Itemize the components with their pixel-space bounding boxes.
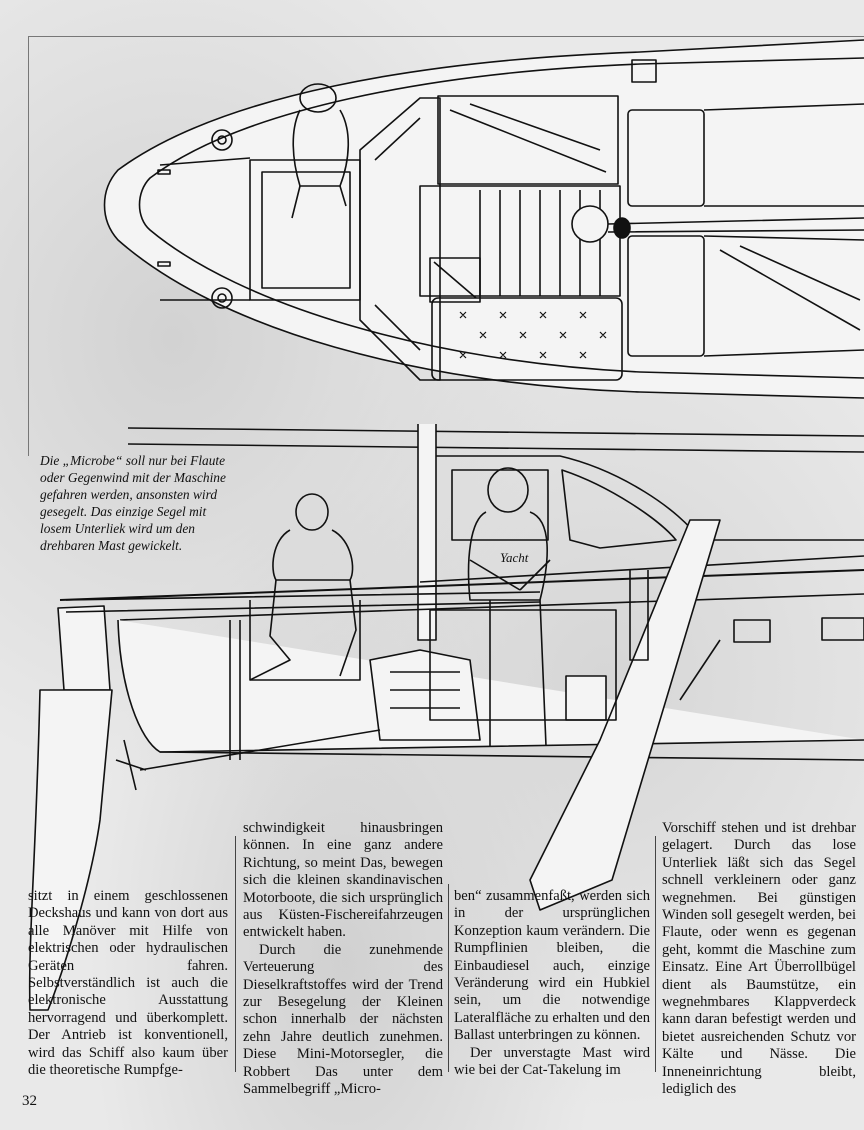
caption-text: Die „Microbe“ soll nur bei Flaute oder G… bbox=[40, 453, 226, 553]
column-rule-3 bbox=[655, 836, 656, 1072]
frame-left-rule bbox=[28, 36, 29, 456]
column-4-paragraph: Vorschiff stehen und ist drehbar gelager… bbox=[662, 820, 856, 1098]
plan-view bbox=[103, 39, 864, 399]
column-1-paragraph: sitzt in einem geschlossenen Deckshaus u… bbox=[28, 888, 228, 1079]
column-3-paragraph-1: ben“ zusammenfaßt, werden sich in der ur… bbox=[454, 888, 650, 1044]
text-column-1: sitzt in einem geschlossenen Deckshaus u… bbox=[28, 888, 228, 1079]
frame-top-rule bbox=[28, 36, 864, 37]
sweater-logo: Yacht bbox=[500, 550, 529, 565]
column-2-paragraph-2: Durch die zunehmende Verteuerung des Die… bbox=[243, 941, 443, 1098]
profile-view bbox=[28, 424, 864, 1011]
text-column-3: ben“ zusammenfaßt, werden sich in der ur… bbox=[454, 888, 650, 1079]
column-3-paragraph-2: Der unverstagte Mast wird wie bei der Ca… bbox=[454, 1044, 650, 1079]
figure-caption: Die „Microbe“ soll nur bei Flaute oder G… bbox=[40, 452, 230, 554]
column-rule-2 bbox=[448, 884, 449, 1072]
column-2-paragraph-1: schwindigkeit hinausbringen können. In e… bbox=[243, 820, 443, 941]
text-column-4: Vorschiff stehen und ist drehbar gelager… bbox=[662, 820, 856, 1099]
page-number: 32 bbox=[22, 1093, 37, 1109]
text-column-2: schwindigkeit hinausbringen können. In e… bbox=[243, 820, 443, 1099]
column-rule-1 bbox=[235, 836, 236, 1072]
